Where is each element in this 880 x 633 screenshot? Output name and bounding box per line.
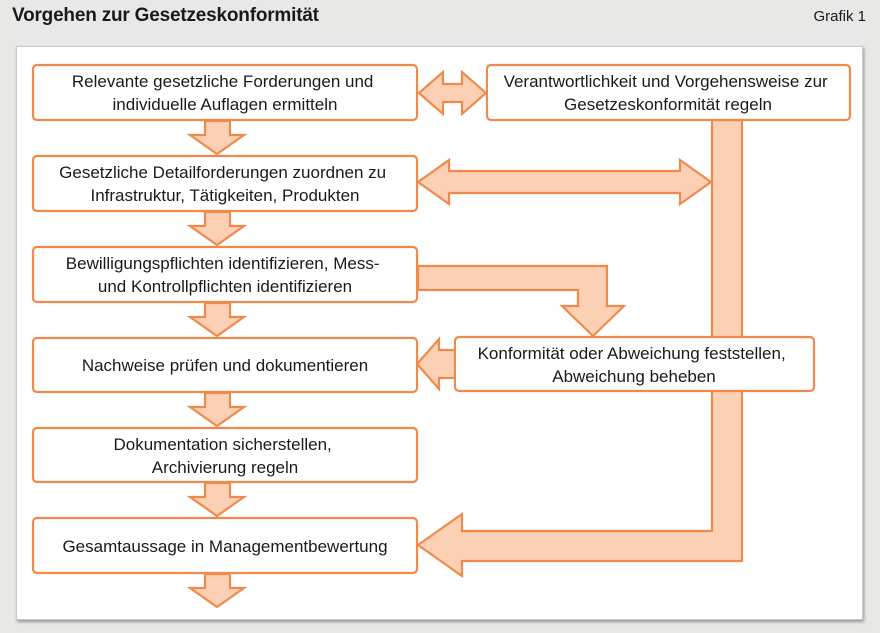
down-arrow-4 [186,391,248,428]
step-2-line1: Gesetzliche Detailforderungen zuordnen z… [59,163,386,182]
step-box-2 [31,154,419,213]
step-3-line2: und Kontrollpflichten identifizieren [98,277,352,296]
side-1-line2: Gesetzeskonformität regeln [564,95,772,114]
step-box-3 [31,245,419,304]
double-arrow-step2-shaft [416,157,713,207]
arrow-side2-step4 [415,336,457,392]
step-box-4 [31,336,419,394]
step-5-line1: Dokumentation sicherstellen, [113,435,331,454]
page-title: Vorgehen zur Gesetzeskonformität [12,5,319,26]
step-box-1 [31,63,419,122]
double-arrow-step1-side1 [417,69,488,117]
step-1-line2: individuelle Auflagen ermitteln [113,95,338,114]
step-5-line2: Archivierung regeln [152,458,298,477]
step-3-text: Bewilligungspflichten identifizieren, Me… [66,254,384,296]
side-1-text: Verantwortlichkeit und Vorgehensweise zu… [504,72,833,114]
step-box-6 [31,516,419,575]
side-2-line2: Abweichung beheben [552,367,716,386]
figure-label: Grafik 1 [813,8,866,25]
step-box-5 [31,426,419,484]
side-box-1 [485,63,852,122]
side-box-2 [453,335,816,393]
side-1-line1: Verantwortlichkeit und Vorgehensweise zu… [504,72,828,91]
down-arrow-6 [186,572,248,609]
step-1-text: Relevante gesetzliche Forderungen und in… [72,72,378,114]
down-arrow-1 [186,119,248,156]
step-6-text: Gesamtaussage in Managementbewertung [62,537,387,556]
down-arrow-3 [186,301,248,338]
down-arrow-2 [186,210,248,247]
step-2-text: Gesetzliche Detailforderungen zuordnen z… [59,163,391,205]
down-arrow-5 [186,481,248,518]
step-4-line1: Nachweise prüfen und dokumentieren [82,356,368,375]
step-6-line1: Gesamtaussage in Managementbewertung [62,537,387,556]
side-2-text: Konformität oder Abweichung feststellen,… [478,344,791,386]
elbow-arrow-step3-side2 [416,264,627,338]
step-5-text: Dokumentation sicherstellen, Archivierun… [113,435,336,477]
step-3-line1: Bewilligungspflichten identifizieren, Me… [66,254,380,273]
step-2-line2: Infrastruktur, Tätigkeiten, Produkten [91,186,360,205]
step-1-line1: Relevante gesetzliche Forderungen und [72,72,373,91]
side-2-line1: Konformität oder Abweichung feststellen, [478,344,786,363]
step-4-text: Nachweise prüfen und dokumentieren [82,356,368,375]
